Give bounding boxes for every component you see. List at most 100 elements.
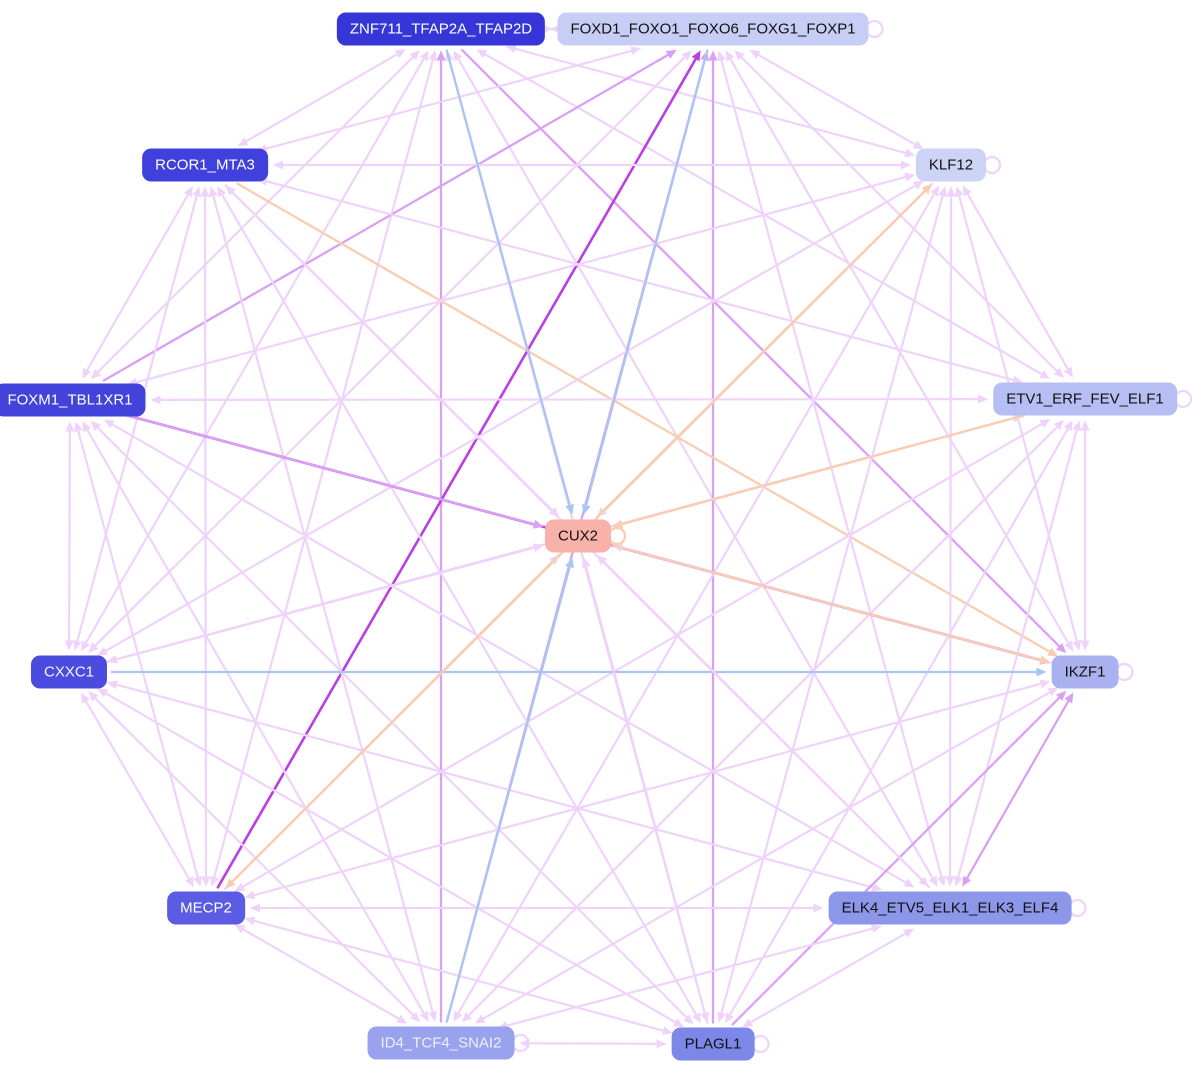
edge-arrowhead	[1064, 640, 1074, 652]
node-plagl1[interactable]: PLAGL1	[671, 1027, 755, 1061]
node-mecp2[interactable]: MECP2	[167, 891, 245, 925]
edge-arrowhead	[548, 507, 560, 518]
edge	[745, 930, 911, 1026]
node-foxm1[interactable]: FOXM1_TBL1XR1	[0, 383, 146, 417]
edge	[445, 49, 573, 512]
edge	[90, 52, 690, 651]
self-loop	[982, 155, 1002, 175]
node-rcor1[interactable]: RCOR1_MTA3	[142, 148, 268, 182]
edge-arrowhead	[717, 1011, 726, 1023]
edge-arrowhead	[88, 691, 99, 702]
edge-arrowhead	[217, 186, 227, 198]
self-loop	[1068, 898, 1087, 918]
edge	[105, 545, 540, 663]
edge-arrowhead	[691, 50, 701, 62]
edge-arrowhead	[225, 878, 236, 889]
edge-arrowhead	[88, 642, 99, 653]
edge-arrowhead	[106, 680, 118, 690]
edge-arrowhead	[82, 367, 92, 379]
node-id4[interactable]: ID4_TCF4_SNAI2	[367, 1026, 515, 1060]
edge-arrowhead	[1064, 692, 1074, 704]
self-loop	[865, 19, 884, 39]
self-loop	[751, 1034, 770, 1054]
edge-arrowhead	[209, 186, 218, 198]
edge	[599, 557, 930, 888]
edge-arrowhead	[65, 421, 75, 432]
edge-arrowhead	[725, 1012, 734, 1024]
edge-arrowhead	[1036, 667, 1047, 677]
edge	[248, 681, 1047, 898]
edge-arrowhead	[596, 554, 607, 565]
edge-arrowhead	[1047, 687, 1059, 697]
edge-arrowhead	[394, 49, 406, 59]
edge-arrowhead	[581, 557, 591, 569]
edge-arrowhead	[946, 186, 956, 197]
edge	[509, 46, 912, 156]
edge-arrowhead	[978, 394, 988, 404]
edge	[477, 688, 1055, 1023]
edge-arrowhead	[662, 1026, 673, 1035]
edge	[82, 695, 193, 885]
edge-arrowhead	[692, 1012, 701, 1024]
node-ikzf1[interactable]: IKZF1	[1051, 655, 1119, 689]
edge-arrowhead	[436, 50, 446, 61]
edge-arrowhead	[565, 503, 574, 515]
node-foxd1[interactable]: FOXD1_FOXO1_FOXO6_FOXG1_FOXP1	[557, 12, 869, 46]
edge-arrowhead	[192, 186, 201, 198]
edge	[963, 695, 1072, 884]
edge-arrowhead	[81, 692, 90, 704]
edge-arrowhead	[749, 49, 761, 59]
edge	[523, 1042, 663, 1045]
edge-arrowhead	[656, 1039, 667, 1049]
edge	[218, 189, 700, 1020]
edge	[227, 553, 561, 887]
node-elk4[interactable]: ELK4_ETV5_ELK1_ELK3_ELF4	[828, 891, 1072, 925]
edge-arrowhead	[150, 395, 161, 405]
node-znf711[interactable]: ZNF711_TFAP2A_TFAP2D	[336, 12, 546, 46]
edge-arrowhead	[742, 1018, 754, 1028]
node-cxxc1[interactable]: CXXC1	[30, 655, 108, 689]
edge-arrowhead	[474, 1014, 486, 1024]
edge-arrowhead	[725, 50, 735, 62]
edge-arrowhead	[921, 183, 932, 195]
node-etv1[interactable]: ETV1_ERF_FEV_ELF1	[993, 382, 1177, 416]
node-cux2[interactable]: CUX2	[544, 519, 612, 553]
edge-arrowhead	[273, 160, 283, 170]
edge-arrowhead	[1047, 647, 1059, 657]
edge-arrowhead	[630, 46, 642, 56]
edge	[236, 182, 1056, 656]
edge-arrowhead	[461, 1012, 472, 1023]
edge-arrowhead	[419, 1010, 429, 1022]
edge-arrowhead	[717, 50, 726, 62]
edge	[460, 48, 1064, 651]
edge-arrowhead	[1012, 375, 1023, 385]
edge-arrowhead	[97, 688, 109, 698]
edge-arrowhead	[901, 160, 911, 170]
edge-arrowhead	[234, 882, 246, 892]
edge-arrowhead	[185, 876, 194, 888]
edge	[90, 693, 418, 1020]
edge	[154, 398, 985, 401]
edge-arrowhead	[90, 420, 101, 431]
edge-arrowhead	[962, 875, 972, 887]
edge-arrowhead	[665, 49, 677, 59]
edge	[102, 51, 674, 382]
edge	[595, 186, 930, 519]
edge-arrowhead	[870, 924, 882, 933]
edge-arrowhead	[73, 639, 82, 651]
edge	[501, 926, 878, 1028]
edge-arrowhead	[962, 185, 972, 197]
node-klf12[interactable]: KLF12	[915, 148, 987, 182]
edge-arrowhead	[532, 519, 544, 529]
edge-arrowhead	[428, 1010, 437, 1022]
edge-arrowhead	[1072, 420, 1082, 432]
edge	[240, 50, 403, 145]
edge	[736, 52, 1062, 376]
self-loop	[1115, 662, 1134, 682]
edge-arrowhead	[904, 172, 916, 182]
edge	[237, 925, 404, 1023]
edge-arrowhead	[930, 185, 940, 197]
edge-arrowhead	[193, 875, 203, 887]
edge	[224, 184, 557, 515]
